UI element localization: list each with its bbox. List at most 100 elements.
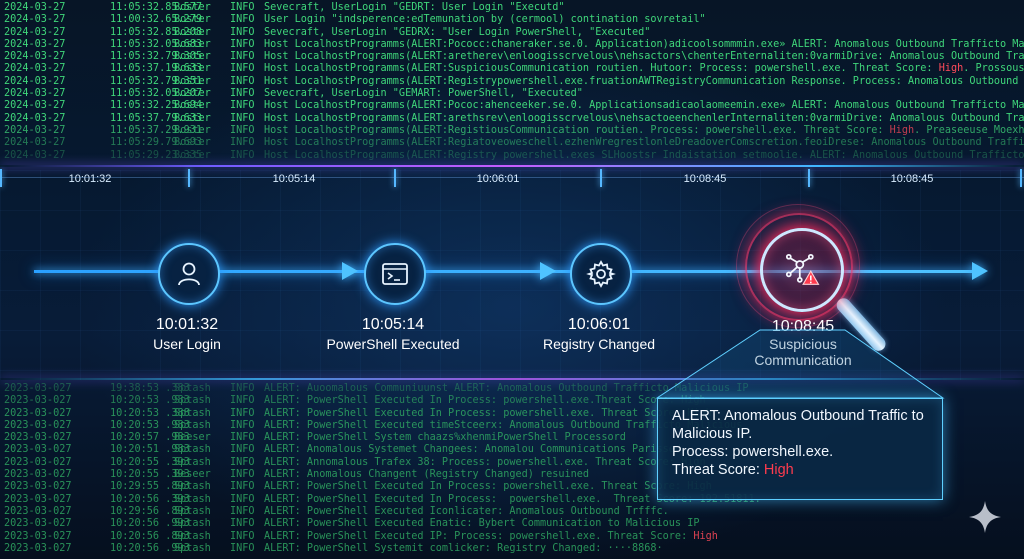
log-time: 10:29:55 .893 (110, 481, 190, 493)
log-date: 2023-03-027 (4, 518, 72, 530)
log-time: 10:20:55 .393 (110, 456, 190, 468)
log-message-text: ALERT: PowerShell Executed In Process: p… (264, 395, 706, 407)
log-message-text: Sevecraft, UserLogin "GEMART: PowerShell… (264, 88, 583, 100)
user-icon (178, 262, 200, 286)
log-level: INFO (230, 407, 255, 419)
alert-callout[interactable]: ALERT: Anomalous Outbound Traffic to Mal… (657, 398, 943, 500)
log-time: 10:20:56 .393 (110, 493, 190, 505)
log-message-text: ALERT: PowerShell Executed IP: Process: … (264, 530, 694, 542)
bottom-separator-glow (0, 378, 1024, 380)
log-date: 2024-03-27 (4, 26, 66, 38)
event-node-registry[interactable] (570, 243, 632, 305)
log-level: INFO (230, 530, 255, 542)
log-level: INFO (230, 100, 255, 112)
log-source: Sptash (174, 383, 211, 394)
event-time-registry: 10:06:01 (567, 316, 631, 333)
log-message: Host LocalhostProgramms(ALERT:Registious… (264, 125, 1024, 137)
log-level: INFO (230, 26, 255, 38)
event-label-user-login: User Login (153, 336, 221, 352)
network-alert-icon (785, 253, 820, 285)
log-threat-highlight: High (889, 124, 915, 136)
log-level: INFO (230, 2, 255, 13)
log-message: Host LocalhostProgramms(ALERT:Regiatoveo… (264, 137, 1024, 149)
event-node-powershell[interactable] (364, 243, 426, 305)
log-message-text: User Login "indsperence:edTemunation by … (264, 14, 706, 26)
log-level: INFO (230, 38, 255, 50)
log-message-text: ALERT: Auoomalous Communiuunst ALERT: An… (264, 383, 749, 394)
log-time: 11:05:32.25.694 (110, 100, 203, 112)
ruler-tick-label: 10:08:45 (683, 173, 727, 185)
event-node-suspicious-communication[interactable] (760, 228, 844, 312)
log-message-text: ALERT: PowerShell Systemit comlicker: Re… (264, 542, 663, 554)
log-date: 2024-03-27 (4, 88, 66, 100)
log-date: 2024-03-27 (4, 38, 66, 50)
log-time: 11:05:32.85.208 (110, 26, 203, 38)
log-date: 2023-03-027 (4, 542, 72, 554)
log-source: Sptash (174, 456, 211, 468)
log-time: 11:05:37.29.931 (110, 124, 203, 136)
log-message: ALERT: PowerShell Executed Enatic: Byber… (264, 518, 1024, 530)
log-level: INFO (230, 432, 255, 444)
log-level: INFO (230, 112, 255, 124)
log-time: 11:05:32.05.683 (110, 38, 203, 50)
log-message: ALERT: Anomalous Systemet Changees: Anom… (264, 444, 1024, 456)
log-message: Host LocalhostProgramms(ALERT:arethsrev\… (264, 113, 1024, 125)
log-time: 11:05:29.79.693 (110, 137, 203, 149)
time-ruler: 10:01:32 10:05:14 10:06:01 10:08:45 10:0… (0, 167, 1024, 195)
log-time: 11:05:32.79.351 (110, 75, 203, 87)
log-source: Boster (174, 51, 211, 63)
log-level: INFO (230, 75, 255, 87)
log-message-text: Host LocalhostProgramms(ALERT:Pococ:ahen… (264, 100, 1024, 112)
ruler-tick-label: 10:08:45 (890, 173, 934, 185)
ruler-tick (188, 169, 190, 187)
callout-line-2: Malicious IP. (672, 426, 753, 442)
log-level: INFO (230, 51, 255, 63)
log-source: Boster (174, 14, 211, 26)
threat-score-label: Threat Score: (672, 462, 764, 478)
log-date: 2023-03-027 (4, 493, 72, 505)
log-source: Beeser (174, 432, 211, 444)
log-source: Beseer (174, 469, 211, 481)
log-date: 2023-03-027 (4, 444, 72, 456)
log-level: INFO (230, 505, 255, 517)
log-date: 2024-03-27 (4, 137, 66, 149)
ruler-tick-label: 10:05:14 (272, 173, 316, 185)
log-level: INFO (230, 63, 255, 75)
log-time: 11:00:32.65.279 (110, 14, 203, 26)
ruler-tick (808, 169, 810, 187)
callout-line-1: ALERT: Anomalous Outbound Traffic to (672, 408, 924, 424)
log-message-text: Host LocalhostProgramms(ALERT:Regiatoveo… (264, 137, 1024, 149)
log-message: ALERT: PowerShell System chaazs%xhenmiPo… (264, 432, 1024, 444)
ruler-tick-label: 10:06:01 (476, 173, 520, 185)
log-source: Boster (174, 112, 211, 124)
log-time: 19:38:53 .383 (110, 383, 190, 394)
log-message: Sevecraft, UserLogin "GEDRT: User Login … (264, 2, 1024, 14)
log-message: ALERT: PowerShell Executed IP: Process: … (264, 531, 1024, 543)
callout-line-3: Process: powershell.exe. (672, 444, 834, 460)
log-message-text: ALERT: Annomalous Trafex 38: Process: po… (264, 456, 706, 468)
timeline-arrow (540, 262, 556, 280)
log-message: Host LocalhostProgramms(ALERT:Registrypo… (264, 76, 1024, 88)
log-time: 10:20:53 .983 (110, 419, 190, 431)
log-message: Host LocalhostProgramms(ALERT:Pococ:ahen… (264, 100, 1024, 112)
log-level: INFO (230, 493, 255, 505)
event-label-suspicious-line: Suspicious (769, 336, 837, 352)
log-time: 10:20:51 .983 (110, 444, 190, 456)
gear-icon (586, 260, 616, 288)
log-time: 10:29:56 .893 (110, 505, 190, 517)
event-node-user-login[interactable] (158, 243, 220, 305)
log-date: 2024-03-27 (4, 124, 66, 136)
log-level: INFO (230, 419, 255, 431)
log-level: INFO (230, 88, 255, 100)
log-threat-highlight: High (938, 63, 964, 75)
log-message-text: Sevecraft, UserLogin "GEDRT: User Login … (264, 2, 565, 13)
log-date: 2023-03-027 (4, 383, 72, 394)
top-separator-glow (0, 165, 1024, 167)
log-time: 10:20:53 .388 (110, 407, 190, 419)
log-date: 2024-03-27 (4, 51, 66, 63)
